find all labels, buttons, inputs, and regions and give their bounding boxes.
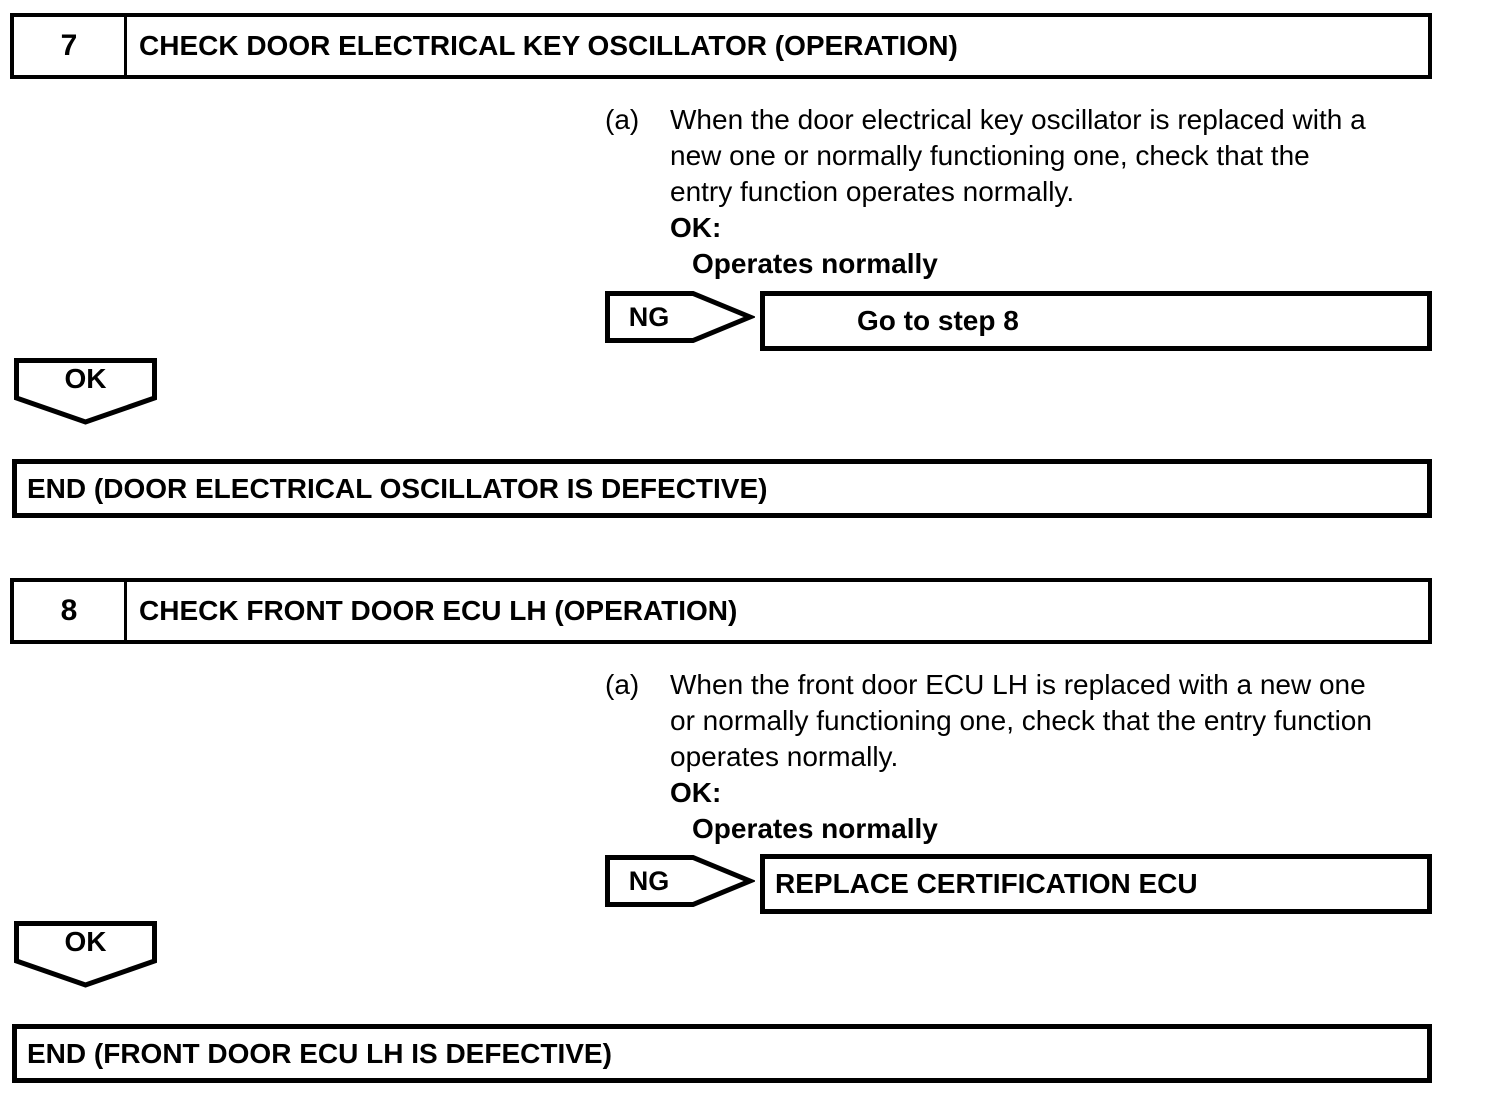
step-7-item-label: (a): [605, 104, 640, 135]
step-8-ok-connector: OK: [14, 921, 159, 989]
step-7-item-text: When the door electrical key oscillator …: [670, 104, 1366, 207]
step-7-number: 7: [14, 17, 127, 75]
step-8-item-label: (a): [605, 669, 640, 700]
step-7-title: CHECK DOOR ELECTRICAL KEY OSCILLATOR (OP…: [139, 30, 958, 61]
step-7-ok-condition: Operates normally: [692, 248, 938, 279]
ng-arrow-icon: [605, 855, 755, 907]
step-8-ok-connector-label: OK: [64, 926, 107, 957]
step-8-ng-result-box: REPLACE CERTIFICATION ECU: [760, 854, 1432, 914]
step-8-ng-label: NG: [628, 865, 670, 896]
step-7-ng-result-text: Go to step 8: [857, 305, 1019, 336]
step-8-ok-condition: Operates normally: [692, 813, 938, 844]
step-8-number: 8: [14, 582, 127, 640]
step-8-header: 8 CHECK FRONT DOOR ECU LH (OPERATION): [10, 578, 1432, 644]
step-8-end-box: END (FRONT DOOR ECU LH IS DEFECTIVE): [12, 1024, 1432, 1083]
step-7-ng-result-box: Go to step 8: [760, 291, 1432, 351]
ok-down-arrow-icon: [14, 358, 157, 425]
ok-down-arrow-icon: [14, 921, 157, 988]
step-8-ng-connector: NG: [605, 855, 755, 909]
step-7-header: 7 CHECK DOOR ELECTRICAL KEY OSCILLATOR (…: [10, 13, 1432, 79]
step-8-title: CHECK FRONT DOOR ECU LH (OPERATION): [139, 595, 738, 626]
step-7-ok-connector-label: OK: [64, 363, 107, 394]
step-8-item-text: When the front door ECU LH is replaced w…: [670, 669, 1372, 772]
step-7-end-box: END (DOOR ELECTRICAL OSCILLATOR IS DEFEC…: [12, 459, 1432, 518]
step-8-ng-result-text: REPLACE CERTIFICATION ECU: [775, 868, 1198, 899]
step-7-ng-label: NG: [628, 301, 670, 332]
ng-arrow-icon: [605, 291, 755, 343]
step-7-ng-connector: NG: [605, 291, 755, 345]
step-7-ok-label: OK:: [670, 212, 722, 243]
step-7-ok-connector: OK: [14, 358, 159, 426]
step-8-end-text: END (FRONT DOOR ECU LH IS DEFECTIVE): [27, 1037, 612, 1069]
step-8-ok-label: OK:: [670, 777, 722, 808]
step-7-end-text: END (DOOR ELECTRICAL OSCILLATOR IS DEFEC…: [27, 472, 768, 504]
